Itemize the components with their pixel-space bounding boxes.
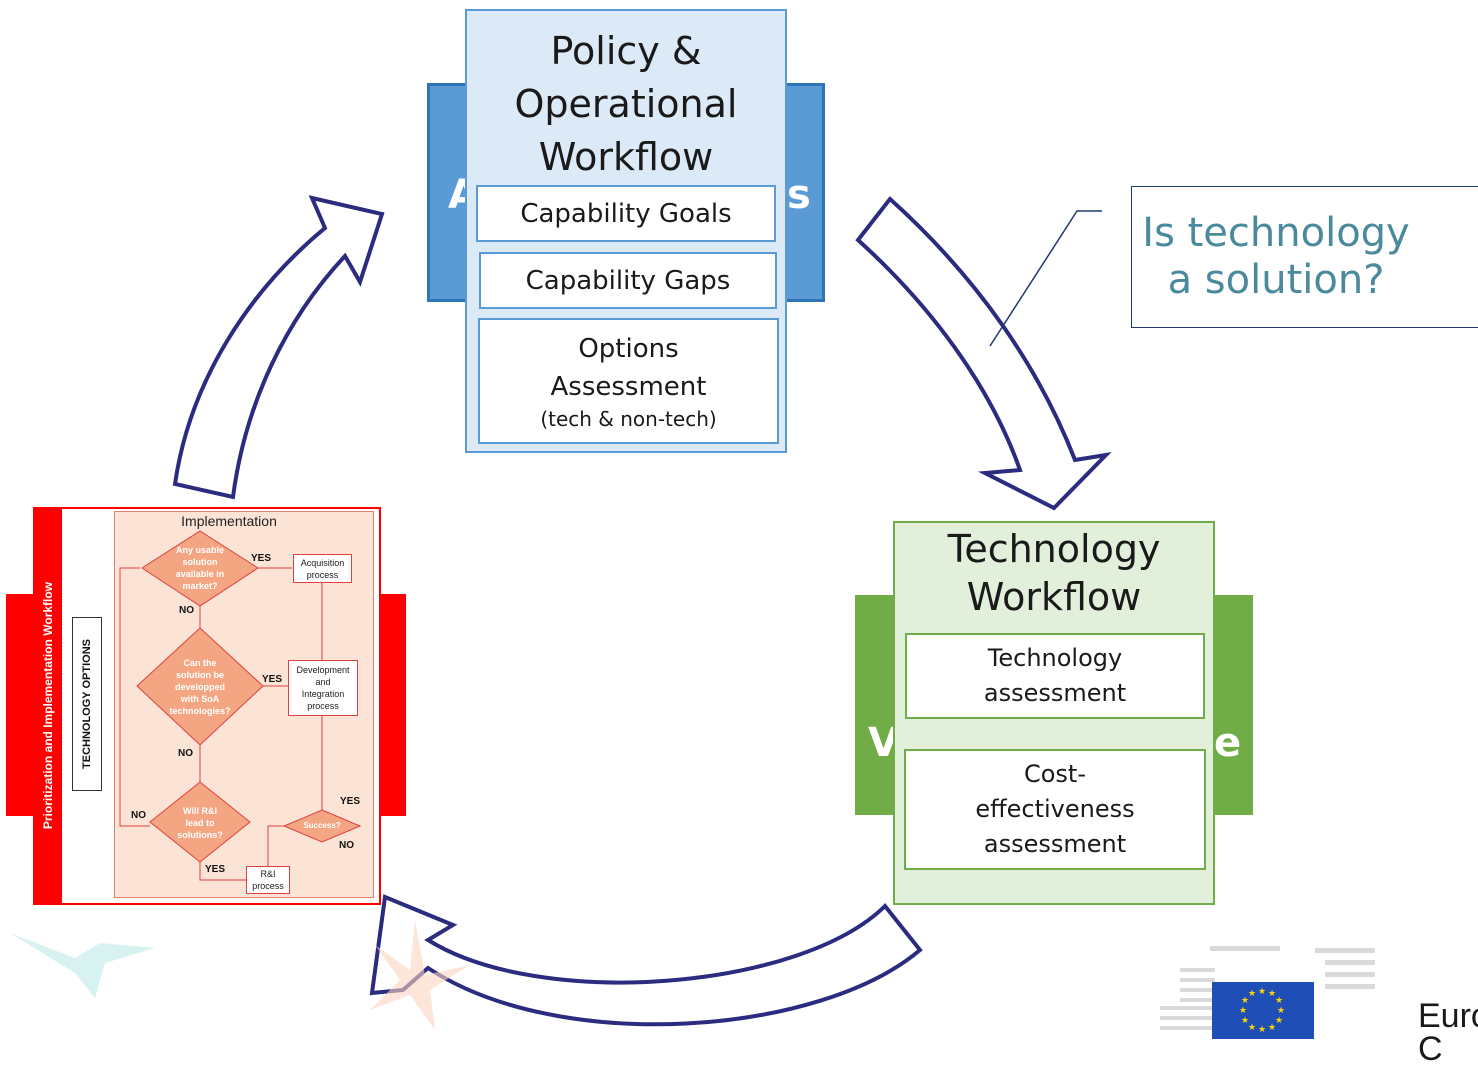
q2-line-2: solution be [176,670,224,680]
decision-soa-text: Can the solution be developped with SoA … [155,656,245,718]
decision-market-diamond [141,530,259,607]
no-tag-soa: NO [178,748,193,759]
development-line-4: process [307,701,339,711]
development-line-3: Integration [301,689,345,699]
development-line-2: and [315,677,331,687]
decision-success-text: Success? [303,821,341,830]
yes-tag-success: YES [340,796,361,807]
q3-line-1: Will R&I [183,806,217,816]
options-assessment-box: Options Assessment (tech & non-tech) [478,318,779,444]
no-tag-success: NO [339,840,354,851]
eu-flag [1212,982,1314,1039]
technology-assessment-line-1: Technology [987,644,1123,672]
development-line-1: Development [296,665,350,675]
cost-effectiveness-line-2: effectiveness [975,795,1135,823]
q2-line-3: developped [174,682,225,692]
technology-back-glyph-right: e [1214,720,1242,766]
no-tag-ri: NO [131,810,146,821]
capability-goals-box: Capability Goals [476,185,776,242]
technology-assessment-line-2: assessment [983,679,1127,707]
acquisition-line-2: process [306,569,339,580]
arrow-to-prioritization [369,894,923,1027]
ri-line-1: R&I [260,869,276,879]
technology-title: Technology Workflow [895,525,1213,621]
technology-title-line-2: Workflow [966,575,1142,619]
svg-text:★: ★ [1275,1016,1283,1026]
cost-effectiveness-box: Cost- effectiveness assessment [904,749,1206,870]
acquisition-line-1: Acquisition [300,557,345,568]
callout-line-2: a solution? [1167,257,1385,303]
q1-line-1: Any usable [175,545,224,555]
q1-line-4: market? [182,581,218,591]
capability-goals-label: Capability Goals [520,198,732,229]
capability-gaps-label: Capability Gaps [525,265,731,296]
no-tag-market: NO [179,605,194,616]
callout-line-1: Is technology [1142,210,1410,256]
svg-text:★: ★ [1258,1025,1266,1035]
options-assessment-line-1: Options [578,334,679,364]
svg-text:★: ★ [1258,987,1266,997]
acquisition-process-box: Acquisition process [293,554,352,583]
decision-market-text: Any usable solution available in market? [160,544,240,592]
eu-stars-icon: ★★★ ★★★ ★★★ ★★★ [1239,987,1285,1035]
arrow-to-policy [172,195,385,500]
q2-line-1: Can the [183,658,217,668]
svg-text:★: ★ [1241,996,1249,1006]
policy-workflow-box: Policy & Operational Workflow Capability… [465,9,787,453]
flowchart-connectors [119,530,362,881]
yes-tag-soa: YES [262,674,283,685]
policy-title-line-3: Workflow [538,135,714,179]
yes-tag-ri: YES [205,864,226,875]
eu-building-logo-icon [1160,946,1375,1030]
yes-tag-market: YES [251,553,272,564]
policy-back-glyph-right: s [787,172,811,218]
technology-title-line-1: Technology [947,527,1161,571]
ri-line-2: process [252,881,284,891]
policy-title-line-1: Policy & [550,29,702,73]
policy-title: Policy & Operational Workflow [467,25,785,184]
options-assessment-line-3: (tech & non-tech) [540,407,717,431]
svg-text:★: ★ [1248,989,1256,999]
q2-line-5: technologies? [169,706,231,716]
svg-text:★: ★ [1268,989,1276,999]
options-assessment-line-2: Assessment [550,372,707,402]
watermark-bird-icon [10,933,155,998]
eu-logo-word-2: C [1418,1030,1443,1068]
q3-line-2: lead to [185,818,215,828]
q3-line-3: solutions? [177,830,223,840]
svg-text:★: ★ [1239,1006,1247,1016]
prioritization-side-bar: Prioritization and Implementation Workfl… [33,507,62,905]
cost-effectiveness-line-3: assessment [983,830,1127,858]
technology-options-label-box: TECHNOLOGY OPTIONS [72,617,102,791]
cycle-arrows [172,195,1112,1027]
callout-leader [989,210,1102,347]
cost-effectiveness-line-1: Cost- [1023,760,1086,788]
eu-logo-word-1: Euro [1418,997,1478,1035]
svg-text:★: ★ [1248,1023,1256,1033]
decision-soa-diamond [136,627,264,746]
technology-question-callout: Is technology a solution? [1131,186,1478,328]
watermark-star-icon [370,920,470,1030]
q1-line-2: solution [182,557,218,567]
q2-line-4: with SoA [180,694,220,704]
development-process-box: Development and Integration process [288,660,358,716]
arrow-to-technology [855,196,1112,511]
decision-ri-diamond [149,781,251,863]
decision-success-diamond [282,809,362,843]
ri-process-box: R&I process [246,866,290,894]
svg-text:★: ★ [1268,1023,1276,1033]
svg-text:★: ★ [1275,996,1283,1006]
svg-text:★: ★ [1277,1006,1285,1016]
q1-line-3: available in [175,569,225,579]
technology-assessment-box: Technology assessment [905,633,1205,719]
policy-title-line-2: Operational [514,82,738,126]
implementation-title: Implementation [181,513,277,529]
svg-text:★: ★ [1241,1016,1249,1026]
capability-gaps-box: Capability Gaps [479,252,777,309]
technology-workflow-box: Technology Workflow Technology assessmen… [893,521,1215,905]
decision-ri-text: Will R&I lead to solutions? [165,804,235,842]
